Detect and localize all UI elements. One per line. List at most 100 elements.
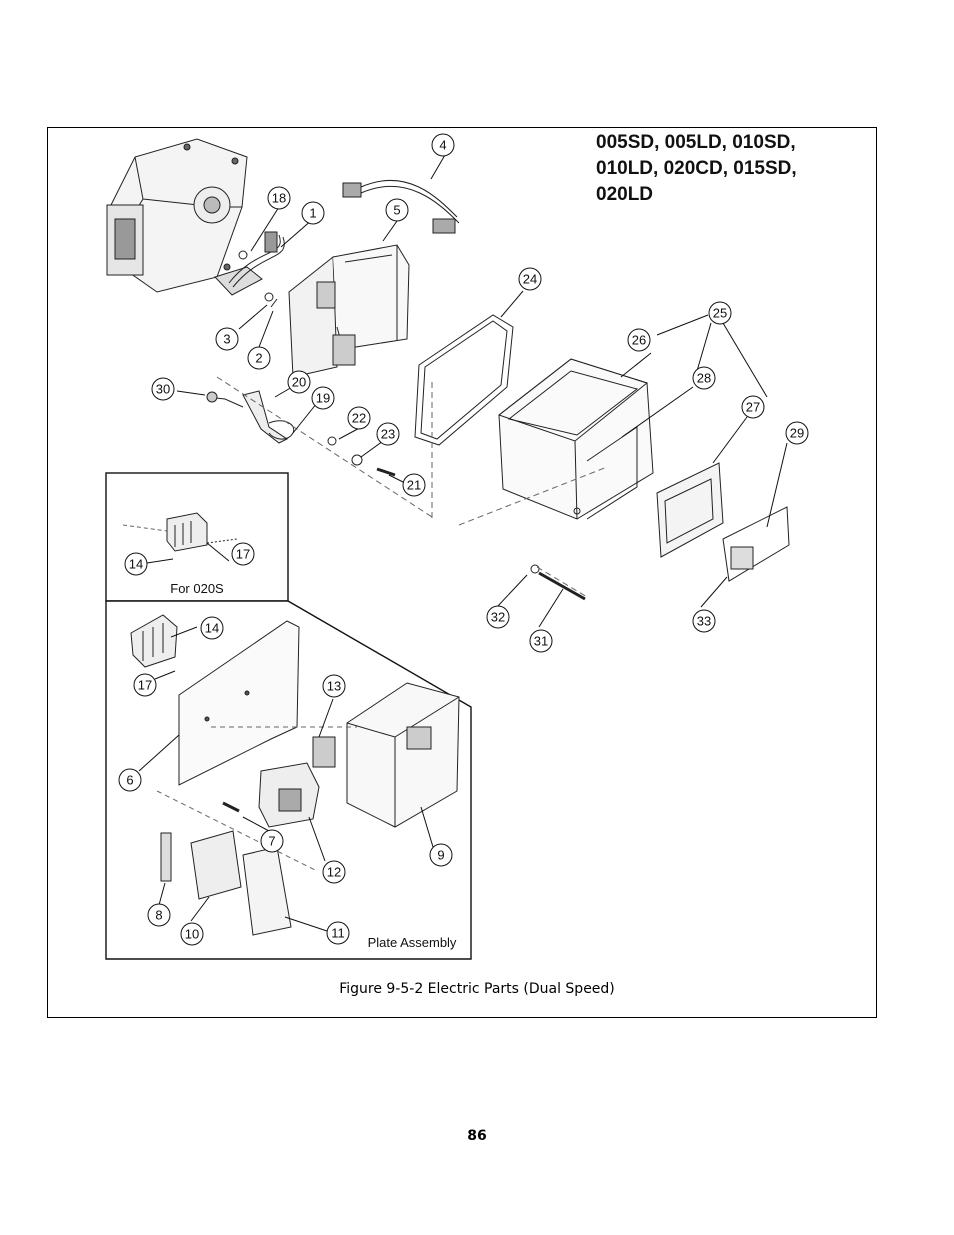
callout-14-plate-label: 14	[205, 621, 219, 636]
bolt-31	[538, 571, 586, 601]
limit-switch-assembly	[214, 231, 285, 296]
callout-30-label: 30	[156, 382, 170, 397]
callout-32	[486, 605, 510, 629]
bracket-20	[242, 390, 288, 444]
callout-26	[627, 328, 651, 352]
callout-3-label: 3	[223, 332, 230, 347]
callout-14-plate	[200, 616, 224, 640]
callout-21	[402, 473, 426, 497]
relay-13	[312, 736, 336, 768]
callout-19	[311, 386, 335, 410]
inverter-9	[346, 682, 460, 828]
callout-21-label: 21	[407, 478, 421, 493]
callout-24-label: 24	[523, 272, 537, 287]
callout-28-label: 28	[697, 371, 711, 386]
washer-22	[327, 436, 337, 446]
terminal-block-14-plate	[130, 614, 178, 668]
transformer-12	[258, 762, 320, 828]
callout-10-label: 10	[185, 927, 199, 942]
gasket-24	[414, 314, 514, 446]
callout-18-label: 18	[272, 191, 286, 206]
screw-7	[222, 801, 240, 813]
spacer-8	[160, 832, 172, 882]
callout-17-inset	[231, 542, 255, 566]
figure-frame	[47, 127, 877, 1018]
callout-29	[785, 421, 809, 445]
plate-assembly-main	[288, 244, 410, 378]
callout-30	[151, 377, 175, 401]
callout-31-label: 31	[534, 634, 548, 649]
callout-8-label: 8	[155, 908, 162, 923]
inset-for-020s-label: For 020S	[170, 581, 224, 596]
gasket-27	[656, 462, 724, 558]
cover-26	[497, 358, 654, 520]
callout-27	[741, 395, 765, 419]
screw-21	[376, 467, 396, 477]
screw-18	[238, 250, 248, 260]
callout-26-label: 26	[632, 333, 646, 348]
callout-11	[326, 921, 350, 945]
callout-33-label: 33	[697, 614, 711, 629]
callout-20-label: 20	[292, 375, 306, 390]
callout-12	[322, 860, 346, 884]
exploded-parts-diagram: 4 18 1 5 24 25 26 3 2 28 20 30 19 27 22 …	[105, 133, 809, 960]
label-29	[722, 506, 790, 582]
callout-25-label: 25	[713, 306, 727, 321]
callout-23	[376, 422, 400, 446]
callout-25	[708, 301, 732, 325]
callout-13	[322, 674, 346, 698]
inset-plate-assembly-label: Plate Assembly	[368, 935, 457, 950]
model-title-line-2: 010LD, 020CD, 015SD,	[596, 158, 797, 179]
callout-12-label: 12	[327, 865, 341, 880]
callout-2	[247, 346, 271, 370]
callout-11-label: 11	[331, 926, 345, 941]
callout-2-label: 2	[255, 351, 262, 366]
callout-1-label: 1	[309, 206, 316, 221]
callout-7	[260, 829, 284, 853]
page-number: 86	[467, 1128, 487, 1144]
callout-33	[692, 609, 716, 633]
callout-9-label: 9	[437, 848, 444, 863]
callout-32-label: 32	[491, 610, 505, 625]
washer-23	[351, 454, 363, 466]
board-10	[190, 830, 242, 900]
callout-7-label: 7	[268, 834, 275, 849]
callout-27-label: 27	[746, 400, 760, 415]
callout-17-inset-label: 17	[236, 547, 250, 562]
callout-1	[301, 201, 325, 225]
callout-10	[180, 922, 204, 946]
callout-22	[347, 406, 371, 430]
callout-4	[431, 133, 455, 157]
callout-3	[215, 327, 239, 351]
callout-22-label: 22	[352, 411, 366, 426]
callout-31	[529, 629, 553, 653]
callout-5	[385, 198, 409, 222]
callout-14-inset-label: 14	[129, 557, 143, 572]
screw-2	[270, 298, 278, 308]
model-title-line-3: 020LD	[596, 184, 654, 205]
callout-5-label: 5	[393, 203, 400, 218]
callout-24	[518, 267, 542, 291]
callout-17-plate-label: 17	[138, 678, 152, 693]
wire-harness	[342, 180, 460, 234]
screw-17-inset	[206, 538, 238, 544]
callout-4-label: 4	[439, 138, 446, 153]
callout-8	[147, 903, 171, 927]
callout-23-label: 23	[381, 427, 395, 442]
label-33	[730, 546, 754, 570]
callout-6-label: 6	[126, 773, 133, 788]
callout-19-label: 19	[316, 391, 330, 406]
callout-13-label: 13	[327, 679, 341, 694]
figure-caption: Figure 9-5-2 Electric Parts (Dual Speed)	[339, 981, 615, 997]
callout-29-label: 29	[790, 426, 804, 441]
terminal-block-14-inset	[166, 512, 208, 552]
gear-housing	[106, 138, 248, 293]
callout-14-inset	[124, 552, 148, 576]
callout-17-plate	[133, 673, 157, 697]
washer-3	[264, 292, 274, 302]
washer-32	[530, 564, 540, 574]
model-title-line-1: 005SD, 005LD, 010SD,	[596, 132, 796, 153]
callout-9	[429, 843, 453, 867]
callout-6	[118, 768, 142, 792]
callout-28	[692, 366, 716, 390]
